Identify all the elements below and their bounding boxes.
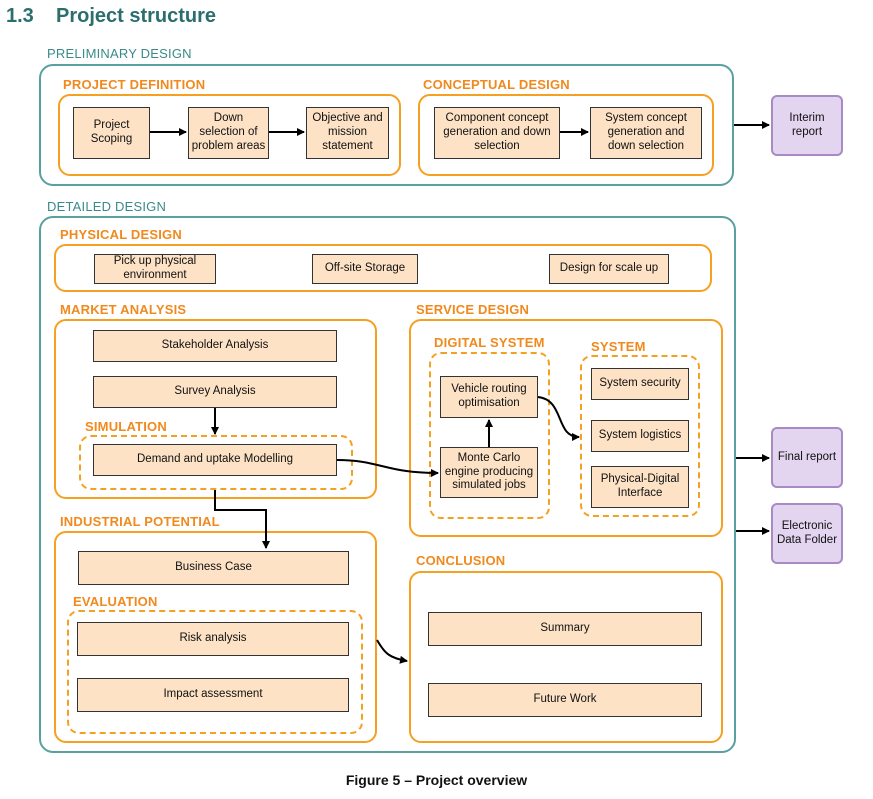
conceptual-design-label: CONCEPTUAL DESIGN bbox=[423, 77, 570, 92]
output-electronic-folder: Electronic Data Folder bbox=[771, 503, 843, 564]
conclusion-group bbox=[409, 571, 723, 743]
node-offsite-storage: Off-site Storage bbox=[312, 254, 418, 284]
section-heading: 1.3 Project structure bbox=[6, 5, 216, 28]
node-system-concept: System concept generation and down selec… bbox=[590, 107, 702, 159]
evaluation-label: EVALUATION bbox=[73, 594, 158, 609]
project-definition-label: PROJECT DEFINITION bbox=[63, 77, 206, 92]
node-impact-assessment: Impact assessment bbox=[77, 678, 349, 712]
node-demand-modelling: Demand and uptake Modelling bbox=[93, 444, 337, 476]
node-down-selection: Down selection of problem areas bbox=[188, 107, 269, 159]
figure-caption: Figure 5 – Project overview bbox=[345, 772, 528, 788]
detailed-design-group bbox=[39, 216, 736, 753]
node-pick-up: Pick up physical environment bbox=[94, 254, 216, 284]
conclusion-label: CONCLUSION bbox=[416, 553, 506, 568]
node-objective-mission: Objective and mission statement bbox=[306, 107, 389, 159]
output-final-report: Final report bbox=[771, 427, 843, 488]
node-stakeholder-analysis: Stakeholder Analysis bbox=[93, 330, 337, 362]
physical-design-group bbox=[54, 244, 712, 292]
evaluation-group bbox=[67, 610, 363, 734]
node-monte-carlo: Monte Carlo engine producing simulated j… bbox=[440, 447, 538, 498]
service-design-group bbox=[409, 319, 723, 537]
project-definition-group bbox=[58, 94, 401, 176]
preliminary-design-group bbox=[39, 64, 734, 186]
node-summary: Summary bbox=[428, 612, 702, 646]
node-risk-analysis: Risk analysis bbox=[77, 622, 349, 656]
node-physical-digital: Physical-Digital Interface bbox=[591, 466, 689, 508]
industrial-potential-label: INDUSTRIAL POTENTIAL bbox=[60, 514, 220, 529]
preliminary-design-label: PRELIMINARY DESIGN bbox=[47, 46, 192, 61]
market-analysis-label: MARKET ANALYSIS bbox=[60, 302, 187, 317]
node-vehicle-routing: Vehicle routing optimisation bbox=[440, 376, 538, 418]
section-title: Project structure bbox=[56, 5, 217, 27]
node-system-logistics: System logistics bbox=[591, 420, 689, 452]
node-component-concept: Component concept generation and down se… bbox=[434, 107, 560, 159]
output-interim-report: Interim report bbox=[771, 95, 843, 156]
node-system-security: System security bbox=[591, 368, 689, 400]
digital-system-label: DIGITAL SYSTEM bbox=[434, 335, 545, 350]
node-business-case: Business Case bbox=[78, 551, 349, 585]
conceptual-design-group bbox=[418, 94, 714, 176]
section-number: 1.3 bbox=[6, 5, 34, 27]
simulation-label: SIMULATION bbox=[85, 419, 167, 434]
node-scale-up: Design for scale up bbox=[549, 254, 669, 284]
physical-design-label: PHYSICAL DESIGN bbox=[60, 227, 182, 242]
detailed-design-label: DETAILED DESIGN bbox=[47, 199, 167, 214]
system-label: SYSTEM bbox=[591, 339, 646, 354]
node-project-scoping: Project Scoping bbox=[73, 107, 150, 159]
node-survey-analysis: Survey Analysis bbox=[93, 376, 337, 408]
service-design-label: SERVICE DESIGN bbox=[416, 302, 530, 317]
node-future-work: Future Work bbox=[428, 683, 702, 717]
system-group bbox=[580, 355, 700, 517]
